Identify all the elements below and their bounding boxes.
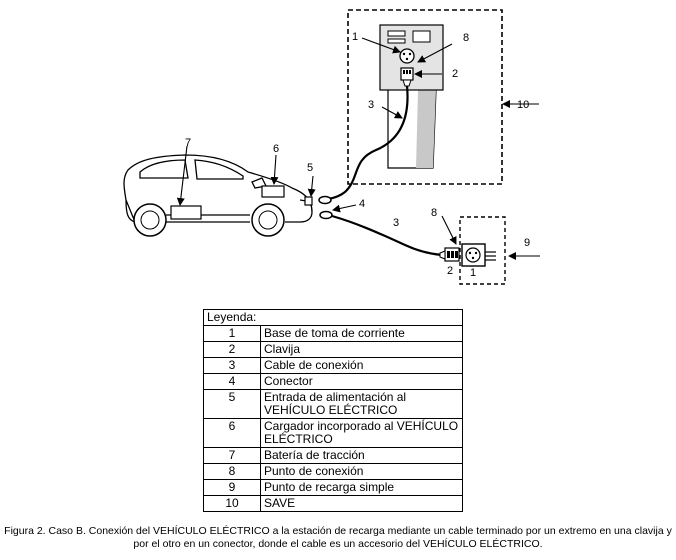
station-display xyxy=(387,30,406,37)
legend-title: Leyenda: xyxy=(203,309,463,326)
label-2-simple: 2 xyxy=(447,265,453,277)
figure-caption: Figura 2. Caso B. Conexión del VEHÍCULO … xyxy=(4,525,672,550)
legend-num: 4 xyxy=(203,373,261,390)
legend-desc: Batería de tracción xyxy=(260,447,463,464)
label-1-station: 1 xyxy=(352,31,358,43)
simple-point-dashed-box xyxy=(459,216,506,285)
label-7-battery: 7 xyxy=(185,137,191,149)
label-8-station: 8 xyxy=(463,32,469,44)
simple-point-cable xyxy=(331,214,443,257)
legend-desc: Cargador incorporado al VEHÍCULO ELÉCTRI… xyxy=(260,418,463,448)
label-3-station: 3 xyxy=(368,99,374,111)
legend-desc: Cable de conexión xyxy=(260,357,463,374)
label-5-inlet: 5 xyxy=(307,162,313,174)
legend-desc: Base de toma de corriente xyxy=(260,325,463,342)
label-6-charger: 6 xyxy=(273,143,279,155)
station-display-3 xyxy=(387,38,406,44)
station-display-2 xyxy=(412,30,431,43)
legend-num: 1 xyxy=(203,325,261,342)
save-dashed-box xyxy=(347,9,503,185)
traction-battery xyxy=(170,205,202,220)
legend-num: 10 xyxy=(203,495,261,512)
legend-desc: Punto de recarga simple xyxy=(260,479,463,496)
label-4-connector: 4 xyxy=(359,198,365,210)
legend-num: 5 xyxy=(203,389,261,419)
connector-upper xyxy=(318,195,332,205)
legend-desc: Entrada de alimentación al VEHÍCULO ELÉC… xyxy=(260,389,463,419)
label-10-save: 10 xyxy=(517,99,529,111)
station-socket xyxy=(399,48,415,64)
charging-diagram: 1 8 2 3 10 7 6 5 4 3 8 9 2 1 xyxy=(123,9,540,285)
electric-vehicle xyxy=(123,154,313,223)
onboard-charger xyxy=(261,185,285,198)
label-9-simple: 9 xyxy=(524,237,530,249)
legend-desc: Punto de conexión xyxy=(260,463,463,480)
label-2-station: 2 xyxy=(452,68,458,80)
legend-desc: Conector xyxy=(260,373,463,390)
station-cable xyxy=(327,85,409,201)
legend-num: 6 xyxy=(203,418,261,448)
legend-num: 3 xyxy=(203,357,261,374)
legend-desc: SAVE xyxy=(260,495,463,512)
label-1-simple: 1 xyxy=(470,267,476,279)
legend-desc: Clavija xyxy=(260,341,463,358)
legend-num: 9 xyxy=(203,479,261,496)
connector-lower xyxy=(319,210,333,220)
label-8-simple: 8 xyxy=(431,207,437,219)
label-3-cable: 3 xyxy=(393,217,399,229)
legend-num: 8 xyxy=(203,463,261,480)
legend-num: 2 xyxy=(203,341,261,358)
legend-num: 7 xyxy=(203,447,261,464)
station-column-shade xyxy=(416,90,436,168)
vehicle-inlet xyxy=(304,196,313,206)
